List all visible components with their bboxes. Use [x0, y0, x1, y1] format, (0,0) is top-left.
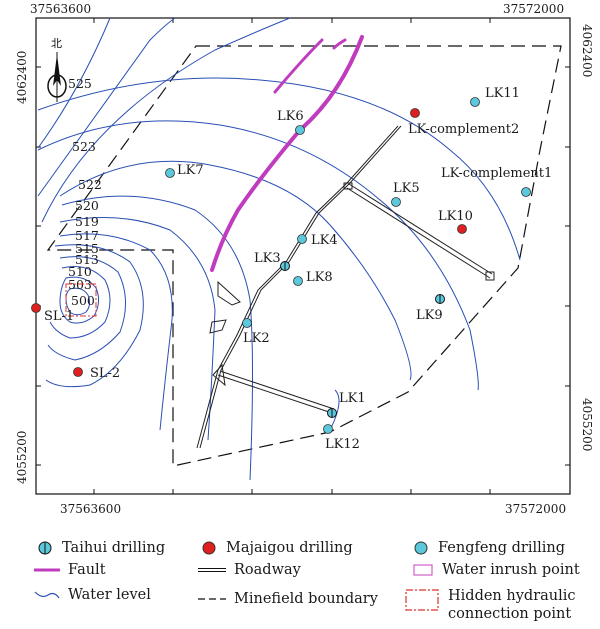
majiagou-drillings — [31, 108, 467, 377]
frame-ticks — [36, 18, 570, 494]
well-lk4 — [297, 234, 307, 244]
legend-water-level: Water level — [34, 587, 151, 603]
well-lk8 — [293, 276, 303, 286]
label-lkc2: LK-complement2 — [408, 122, 519, 137]
coord-top-right: 37572000 — [503, 2, 564, 16]
legend-inrush-label: Water inrush point — [442, 562, 580, 578]
water-level-label: 522 — [78, 177, 102, 192]
well-lk2 — [242, 318, 252, 328]
coord-left-top: 4062400 — [15, 51, 29, 104]
water-level-label: 517 — [75, 228, 99, 243]
water-level-label: 520 — [75, 198, 99, 213]
well-lk10 — [457, 224, 467, 234]
legend-roadway: Roadway — [198, 562, 301, 578]
hydrogeological-map: 37563600 37572000 37563600 37572000 4062… — [15, 2, 594, 516]
well-lk7 — [165, 168, 175, 178]
legend-majiagou: Majaigou drilling — [200, 539, 353, 557]
label-lk7: LK7 — [177, 163, 204, 178]
water-level-contours — [37, 17, 521, 481]
label-lk10: LK10 — [438, 209, 473, 224]
taihui-icon — [38, 541, 52, 555]
label-lk11: LK11 — [485, 86, 520, 101]
water-level-label: 515 — [75, 241, 99, 256]
fault-line — [210, 35, 364, 272]
coord-left-bottom: 4055200 — [15, 431, 29, 484]
well-sl1 — [31, 303, 41, 313]
coord-bottom-right: 37572000 — [505, 502, 566, 516]
majiagou-icon — [202, 541, 216, 555]
hidden-connection-icon — [405, 589, 439, 611]
legend-taihui: Taihui drilling — [36, 539, 165, 557]
label-lk2: LK2 — [243, 331, 270, 346]
label-lk5: LK5 — [393, 181, 420, 196]
legend-boundary: Minefield boundary — [198, 591, 378, 607]
water-level-label: 523 — [72, 139, 96, 154]
label-lk6: LK6 — [277, 109, 304, 124]
legend-hidden-label: Hidden hydraulic connection point — [448, 588, 576, 622]
coord-bottom-left: 37563600 — [60, 502, 121, 516]
hidden-connection-point — [65, 283, 97, 317]
legend-fengfeng: Fengfeng drilling — [412, 539, 565, 557]
label-sl1: SL-1 — [44, 309, 74, 324]
inrush-icon — [413, 564, 433, 576]
fengfeng-icon — [414, 541, 428, 555]
water-level-label: 500 — [71, 293, 95, 308]
fault-line — [273, 38, 324, 94]
map-frame — [35, 17, 571, 495]
water-level-label: 519 — [75, 214, 99, 229]
legend-inrush: Water inrush point — [412, 562, 580, 578]
coord-top-left: 37563600 — [30, 2, 91, 16]
water-level-label: 525 — [68, 76, 92, 91]
legend-hidden: Hidden hydraulic connection point — [404, 587, 598, 623]
legend-boundary-label: Minefield boundary — [234, 591, 378, 607]
fengfeng-drillings — [165, 97, 531, 434]
label-lk9: LK9 — [416, 308, 443, 323]
water-level-icon — [34, 591, 60, 599]
water-level-label: 510 — [68, 264, 92, 279]
label-lk12: LK12 — [325, 437, 360, 452]
well-lk5 — [391, 197, 401, 207]
fault-line — [332, 38, 347, 50]
label-sl2: SL-2 — [90, 366, 120, 381]
legend-fault: Fault — [34, 562, 106, 578]
label-lk8: LK8 — [306, 270, 333, 285]
fault-icon — [34, 568, 60, 572]
legend-majiagou-label: Majaigou drilling — [226, 540, 353, 556]
well-sl2 — [73, 367, 83, 377]
legend-roadway-label: Roadway — [234, 562, 301, 578]
legend-water-level-label: Water level — [68, 587, 151, 603]
well-lkc2 — [410, 108, 420, 118]
well-lk12 — [323, 424, 333, 434]
roadways — [196, 125, 495, 449]
label-lk3: LK3 — [254, 251, 281, 266]
well-lk6 — [295, 125, 305, 135]
taihui-drillings — [280, 261, 445, 418]
roadway-icon — [198, 568, 226, 572]
legend: Taihui drilling Majaigou drilling Fengfe… — [0, 535, 600, 629]
legend-fault-label: Fault — [68, 562, 106, 578]
label-lk1: LK1 — [339, 391, 366, 406]
legend-taihui-label: Taihui drilling — [62, 540, 166, 556]
label-lkc1: LK-complement1 — [441, 166, 552, 181]
minefield-boundary — [46, 45, 562, 467]
north-arrow-icon: 北 — [47, 37, 67, 102]
north-label: 北 — [51, 37, 62, 50]
coord-right-top: 4062400 — [580, 24, 594, 77]
boundary-icon — [198, 598, 226, 600]
coord-right-bottom: 4055200 — [580, 398, 594, 451]
well-lkc1 — [521, 187, 531, 197]
water-level-label: 513 — [75, 252, 99, 267]
label-lk4: LK4 — [311, 233, 338, 248]
well-lk11 — [470, 97, 480, 107]
legend-fengfeng-label: Fengfeng drilling — [438, 540, 566, 556]
